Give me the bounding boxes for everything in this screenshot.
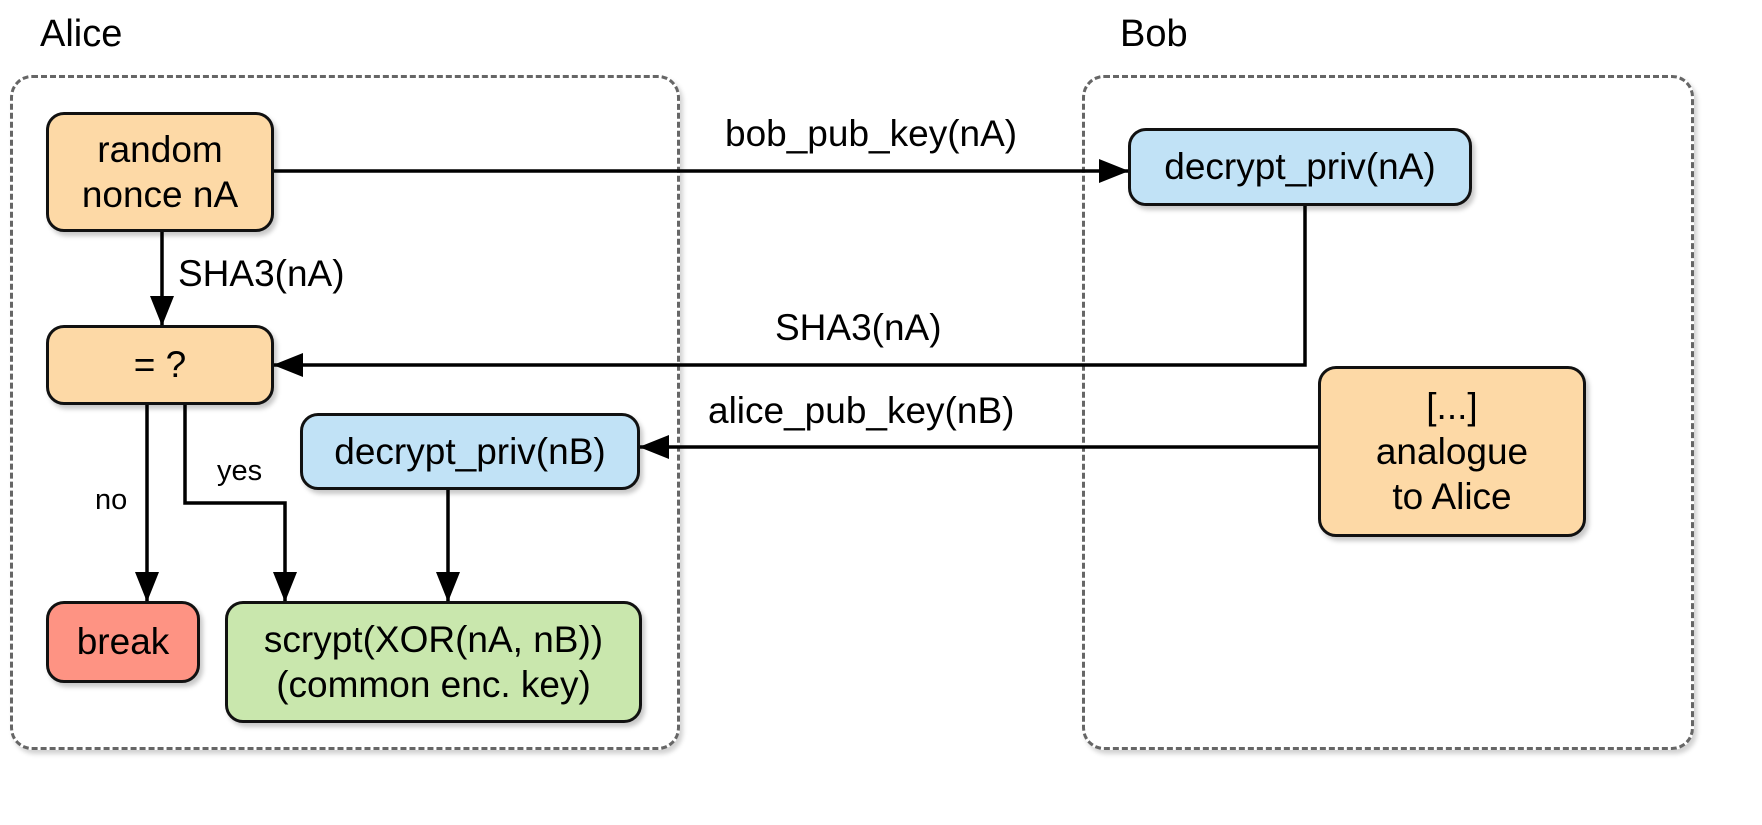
no-label: no bbox=[95, 484, 128, 516]
analogue-node: [...] analogue to Alice bbox=[1318, 366, 1586, 537]
sha3-alice-label: SHA3(nA) bbox=[178, 253, 345, 294]
alice-lane-title: Alice bbox=[40, 13, 123, 55]
break-node: break bbox=[46, 601, 200, 683]
sha3-bob-label: SHA3(nA) bbox=[775, 307, 942, 348]
scrypt-node: scrypt(XOR(nA, nB)) (common enc. key) bbox=[225, 601, 642, 723]
decrypt-nb-node: decrypt_priv(nB) bbox=[300, 413, 640, 490]
bob-lane bbox=[1082, 75, 1694, 750]
decrypt-na-node: decrypt_priv(nA) bbox=[1128, 128, 1472, 206]
random-nonce-node: random nonce nA bbox=[46, 112, 274, 232]
bob-lane-title: Bob bbox=[1120, 13, 1188, 55]
alice-pub-key-label: alice_pub_key(nB) bbox=[708, 390, 1015, 431]
compare-node: = ? bbox=[46, 325, 274, 405]
bob-pub-key-label: bob_pub_key(nA) bbox=[725, 113, 1018, 154]
alice-lane bbox=[10, 75, 680, 750]
yes-label: yes bbox=[217, 455, 263, 487]
